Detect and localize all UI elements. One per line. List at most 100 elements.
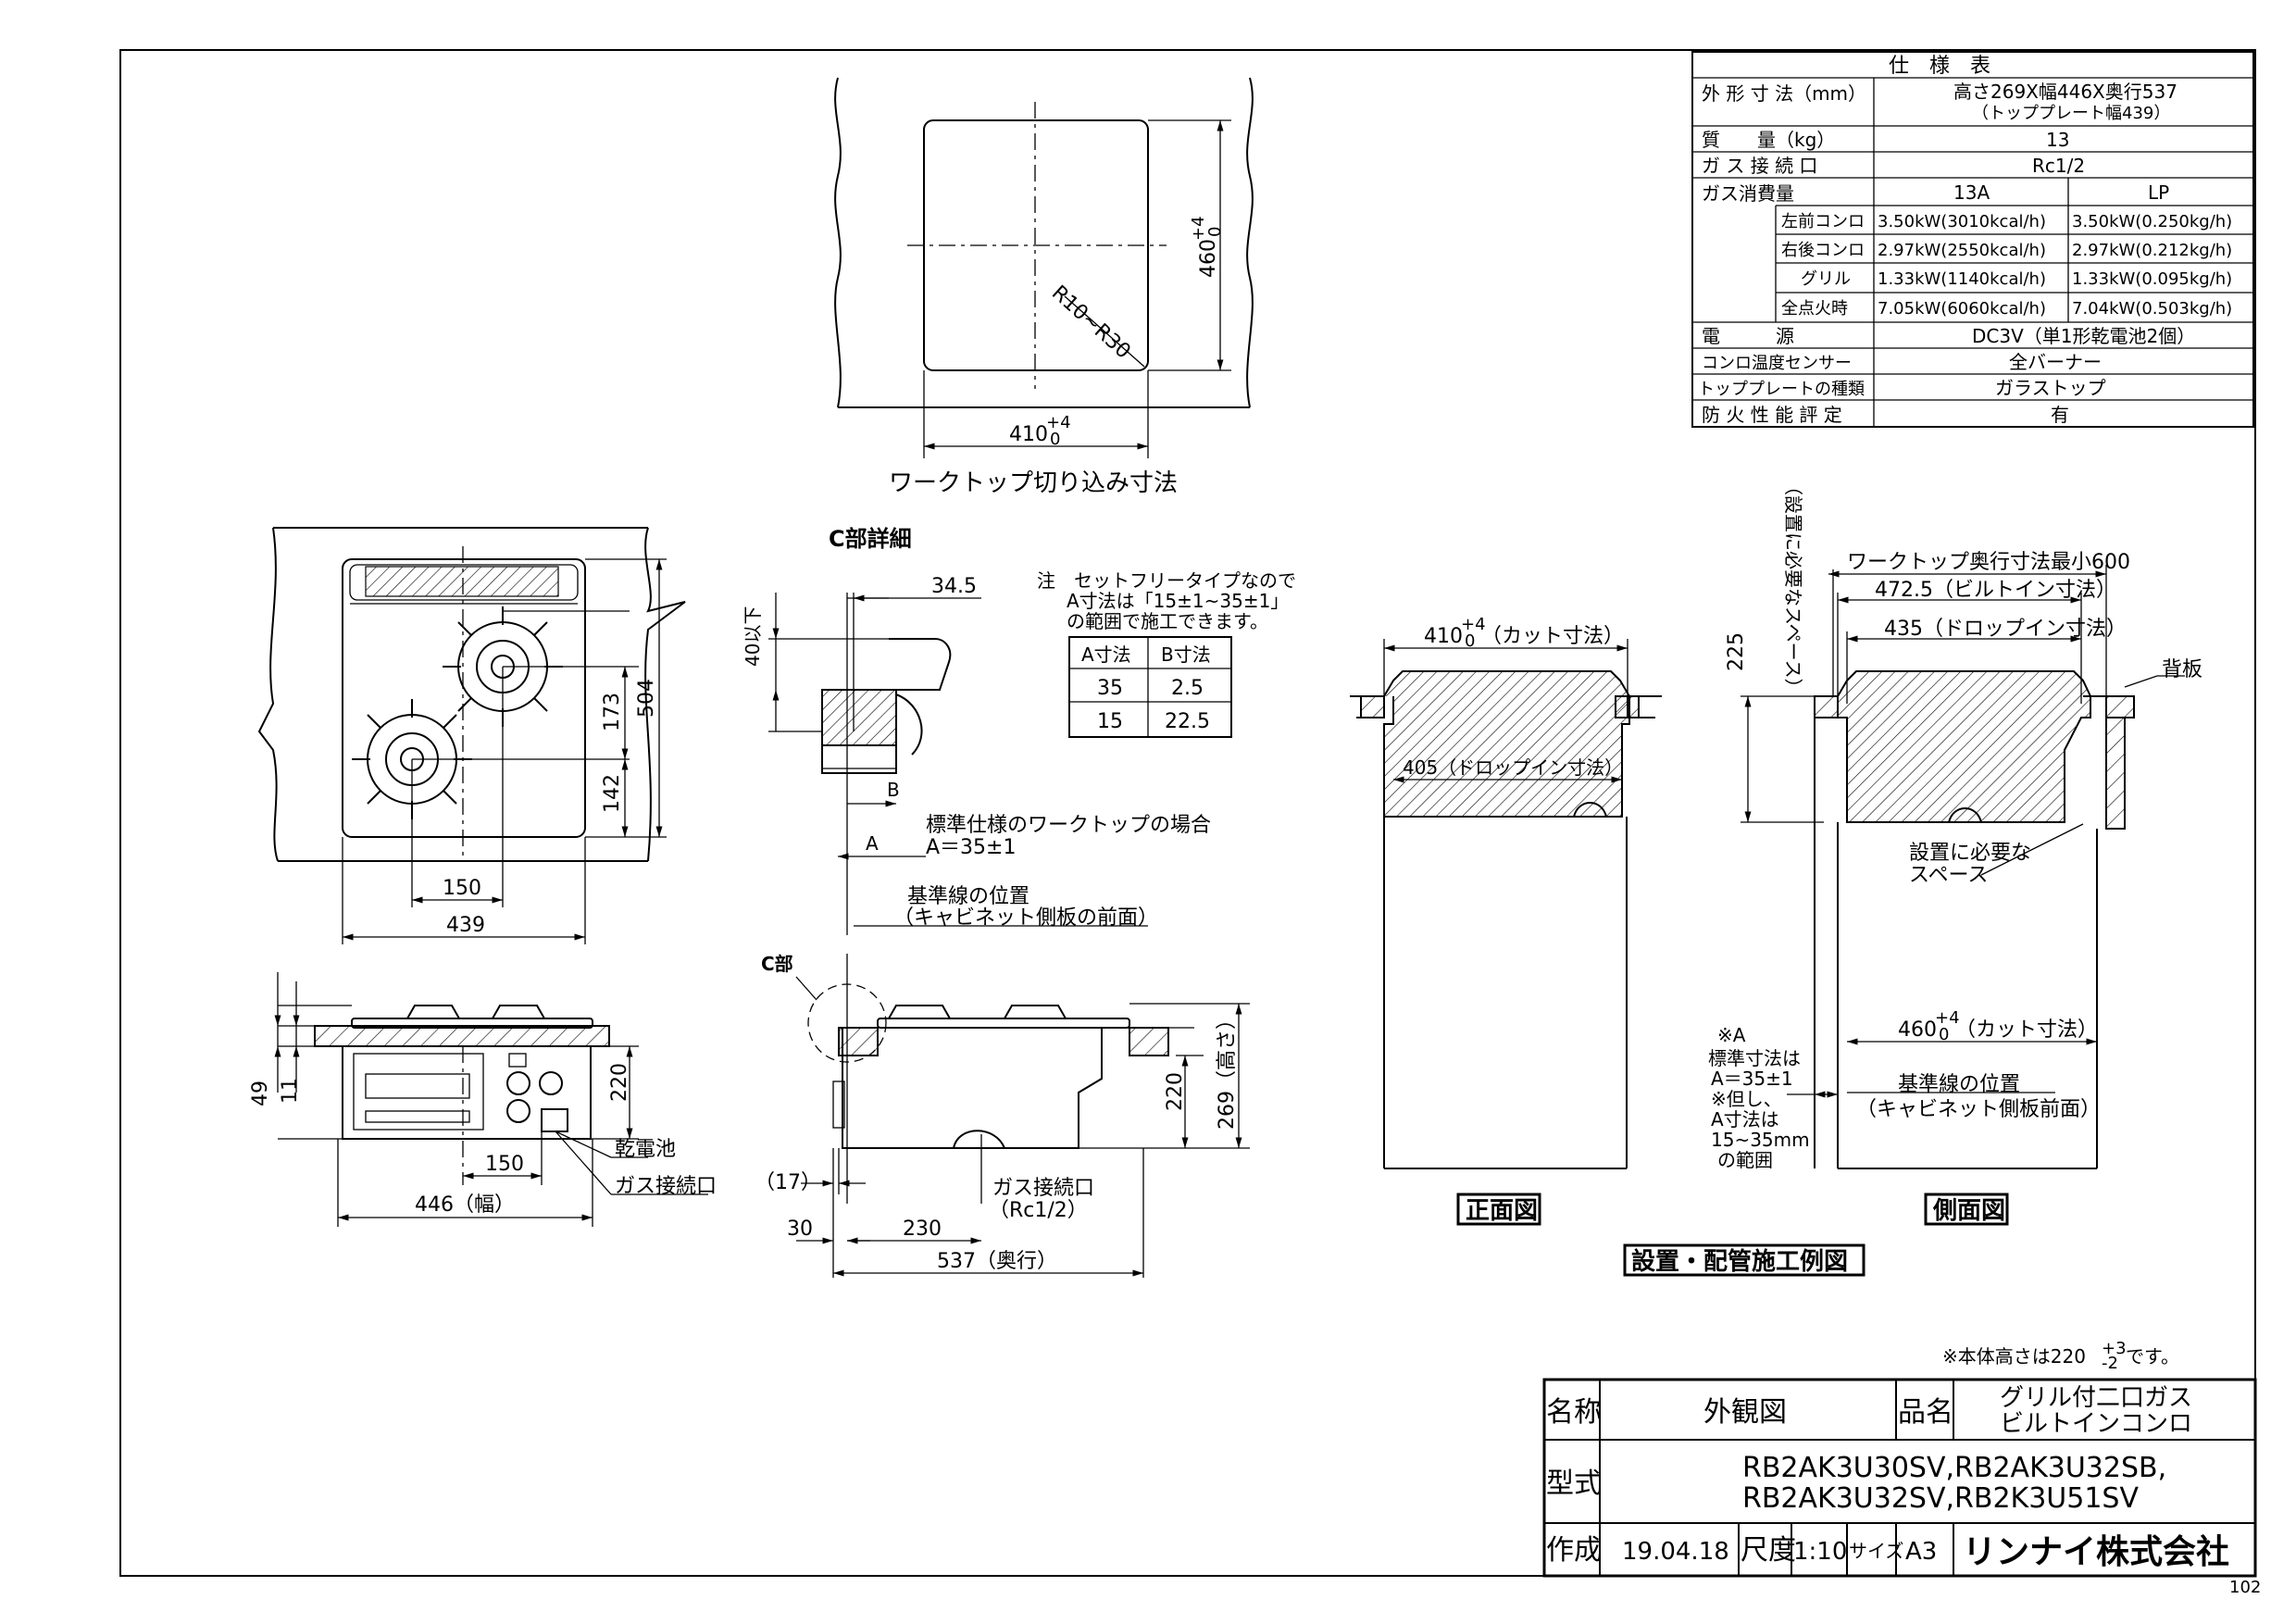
install-side-note2: A＝35±1 <box>1711 1068 1793 1090</box>
install-side-note-a: ※A <box>1717 1024 1746 1046</box>
install-side-cut: 460 <box>1898 1018 1937 1042</box>
detail-c-note-std2: A＝35±1 <box>926 836 1016 859</box>
spec-gas-row-0-label: 左前コンロ <box>1781 212 1865 231</box>
cutout-radius: R10~R30 <box>1047 281 1135 364</box>
front-d11: 11 <box>279 1078 302 1104</box>
tb-product2: ビルトインコンロ <box>2000 1410 2192 1438</box>
spec-gas-row-2-b: 1.33kW(0.095kg/h) <box>2072 269 2232 289</box>
install-side: （設置に必要なスペース） 225 ワークトップ奥行寸法最小600 472.5（ビ… <box>1708 477 2202 1226</box>
tb-model1: RB2AK3U30SV,RB2AK3U32SB, <box>1742 1452 2166 1484</box>
spec-row-1-label: 質 量（kg） <box>1702 129 1835 151</box>
height-note-tol: +3 <box>2102 1339 2127 1358</box>
spec-gas-col-lp: LP <box>2148 181 2169 204</box>
detail-c-a: A <box>866 832 879 855</box>
sheet-border <box>119 49 2256 1577</box>
install-side-builtin: 472.5（ビルトイン寸法） <box>1875 579 2116 602</box>
cutout-depth-tol: +4 <box>1189 216 1208 241</box>
spec-row-1-value: 13 <box>2046 129 2069 151</box>
front-d49: 49 <box>249 1081 272 1106</box>
install-side-space-v: （設置に必要なスペース） <box>1782 477 1804 697</box>
tb-made-label: 作成 <box>1546 1534 1602 1567</box>
tb-date: 19.04.18 <box>1622 1538 1729 1566</box>
side-d537: 537（奥行） <box>937 1250 1057 1273</box>
tb-scale: 1:10 <box>1793 1538 1847 1566</box>
spec-row-2-value: Rc1/2 <box>2032 155 2085 177</box>
spec-gas-row-0-a: 3.50kW(3010kcal/h) <box>1878 212 2046 231</box>
detail-c-note1: 注 セットフリータイプなので <box>1037 569 1296 592</box>
tb-size-label: サイズ <box>1849 1540 1903 1562</box>
side-gas2: （Rc1/2） <box>989 1199 1088 1222</box>
spec-row-0-sub: （トッププレート幅439） <box>1972 104 2170 123</box>
install-front-cut-label: （カット寸法） <box>1481 625 1624 648</box>
detail-c: C部詳細 34.5 40以下 B A 標準仕様のワークトップの場合 A＝35±1… <box>742 526 1296 935</box>
top-d142: 142 <box>601 774 624 813</box>
install-side-note3: ※但し、 <box>1711 1088 1782 1110</box>
front-view: 49 11 220 150 446（幅） 乾電池 ガス接続口 <box>249 972 717 1227</box>
cutout-width-tol: +4 <box>1046 413 1071 432</box>
install-side-caption: 側面図 <box>1932 1197 2005 1225</box>
detail-c-r1-a: 15 <box>1097 710 1123 733</box>
install-side-drop: 435（ドロップイン寸法） <box>1884 618 2127 641</box>
cutout-drawing: R10~R30 460 +4 0 410 +4 0 ワークトップ切り込み寸法 <box>834 77 1254 497</box>
cutout-depth: 460 <box>1197 239 1220 278</box>
install-side-cut-label: （カット寸法） <box>1955 1018 2098 1042</box>
tb-name-label: 名称 <box>1546 1396 1602 1429</box>
height-note-text: ※本体高さは220 <box>1942 1345 2086 1368</box>
install-side-note4: A寸法は <box>1711 1108 1779 1131</box>
cutout-width: 410 <box>1009 423 1048 446</box>
top-d150: 150 <box>443 877 481 900</box>
top-d439: 439 <box>446 914 485 937</box>
spec-gas-row-3-b: 7.04kW(0.503kg/h) <box>2072 299 2232 319</box>
install-side-min600: ワークトップ奥行寸法最小600 <box>1847 551 2130 574</box>
detail-c-r1-b: 22.5 <box>1165 710 1210 733</box>
spec-row-6-value: 有 <box>2051 404 2069 426</box>
install-side-d225: 225 <box>1725 632 1748 671</box>
side-d269: 269（高さ） <box>1216 1009 1239 1130</box>
tb-company: リンナイ株式会社 <box>1963 1533 2229 1571</box>
title-block: 名称 外観図 品名 グリル付二口ガス ビルトインコンロ 型式 RB2AK3U30… <box>1542 1378 2257 1578</box>
tb-scale-label: 尺度 <box>1741 1534 1796 1567</box>
front-d220: 220 <box>608 1063 631 1102</box>
install-front-cut: 410 <box>1424 625 1463 648</box>
spec-row-5-label: トッププレートの種類 <box>1698 380 1865 399</box>
cutout-width-tol2: 0 <box>1050 430 1060 449</box>
tb-size: A3 <box>1905 1538 1937 1566</box>
spec-row-6-label: 防 火 性 能 評 定 <box>1702 404 1842 426</box>
side-d220: 220 <box>1164 1072 1187 1111</box>
spec-gas-row-2-label: グリル <box>1801 269 1851 289</box>
top-d504: 504 <box>635 679 658 718</box>
detail-c-d40: 40以下 <box>742 606 764 667</box>
cutout-depth-tol2: 0 <box>1205 227 1225 237</box>
install-side-note5: 15~35mm <box>1711 1129 1810 1151</box>
spec-gas-row-1-b: 2.97kW(0.212kg/h) <box>2072 241 2232 260</box>
side-d30: 30 <box>787 1218 813 1241</box>
spec-row-4-label: コンロ温度センサー <box>1702 354 1852 373</box>
detail-c-r0-a: 35 <box>1097 677 1123 700</box>
side-d230: 230 <box>903 1218 942 1241</box>
side-gas: ガス接続口 <box>992 1177 1094 1200</box>
install-side-baseline: 基準線の位置 <box>1898 1073 2020 1096</box>
install-caption: 設置・配管施工例図 <box>1631 1247 1848 1276</box>
detail-c-note2: A寸法は「15±1~35±1」 <box>1067 590 1289 612</box>
install-front-caption: 正面図 <box>1466 1197 1538 1225</box>
height-note: ※本体高さは220 +3 -2 です。 <box>1942 1339 2179 1373</box>
page-number: 102 <box>2229 1578 2261 1597</box>
cutout-label: ワークトップ切り込み寸法 <box>889 469 1178 497</box>
front-gas: ガス接続口 <box>615 1175 717 1198</box>
detail-c-th-a: A寸法 <box>1081 643 1131 666</box>
detail-c-note3: の範囲で施工できます。 <box>1067 610 1268 632</box>
top-d173: 173 <box>601 693 624 731</box>
tb-model-label: 型式 <box>1546 1468 1602 1500</box>
front-d150: 150 <box>485 1153 524 1176</box>
detail-c-baseline2: （キャビネット側板の前面） <box>893 906 1158 930</box>
install-side-back: 背板 <box>2162 658 2202 681</box>
height-note-tol2: -2 <box>2102 1354 2118 1373</box>
install-side-space2: スペース <box>1909 864 1988 887</box>
install-front-cut-tol: +4 <box>1461 615 1486 634</box>
spec-gas-col-13a: 13A <box>1953 181 1990 204</box>
side-view: C部 220 269（高さ） （17） 230 30 537（奥行） ガス接続口 <box>755 953 1250 1278</box>
tb-name-value: 外観図 <box>1703 1396 1787 1429</box>
front-battery: 乾電池 <box>615 1138 676 1161</box>
spec-gas-row-1-label: 右後コンロ <box>1781 241 1865 260</box>
